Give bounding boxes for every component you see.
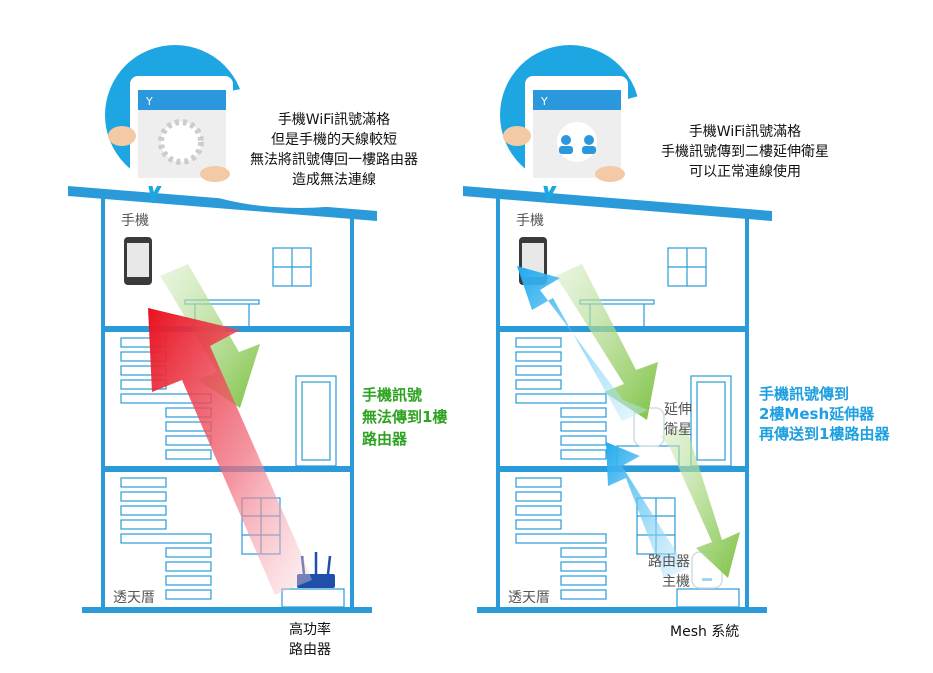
left-side-line-3: 路由器 — [362, 430, 408, 448]
router-host-line-1: 路由器 — [648, 554, 690, 570]
left-side-line-1: 手機訊號 — [362, 386, 423, 404]
left-wardrobe — [295, 375, 337, 467]
right-speech-bubble: Y — [500, 45, 850, 204]
left-bubble-line-2: 但是手機的天線較短 — [271, 132, 397, 148]
right-phone-label: 手機 — [516, 213, 544, 229]
right-roof — [463, 186, 772, 221]
left-side-line-2: 無法傳到1樓 — [362, 408, 448, 426]
right-bubble-line-3: 可以正常連線使用 — [689, 164, 801, 180]
right-bubble-line-2: 手機訊號傳到二樓延伸衛星 — [661, 144, 829, 160]
right-green-arrow-lower — [660, 426, 740, 578]
right-ground — [477, 607, 767, 613]
right-blue-arrow-lower — [606, 442, 690, 578]
right-blue-arrow-upper — [517, 266, 648, 421]
left-ground — [82, 607, 372, 613]
right-green-arrow-upper — [555, 264, 658, 420]
right-wardrobe — [690, 375, 732, 467]
svg-text:Y: Y — [145, 95, 153, 108]
right-bubble-text: 手機WiFi訊號滿格 手機訊號傳到二樓延伸衛星 可以正常連線使用 — [645, 122, 845, 182]
svg-text:Y: Y — [540, 95, 548, 108]
left-floor-label: 透天厝 — [113, 590, 155, 606]
router-host-line-2: 主機 — [662, 574, 690, 590]
left-device-line-1: 高功率 — [289, 622, 331, 638]
right-floor-label: 透天厝 — [508, 590, 550, 606]
left-bubble-line-4: 造成無法連線 — [292, 172, 376, 188]
router-host-table — [676, 588, 740, 608]
right-side-text: 手機訊號傳到 2樓Mesh延伸器 再傳送到1樓路由器 — [759, 384, 889, 444]
right-bubble-line-1: 手機WiFi訊號滿格 — [688, 124, 802, 140]
right-side-line-1: 手機訊號傳到 — [759, 385, 850, 403]
right-floor-3 — [498, 326, 747, 332]
right-device-label: Mesh 系統 — [670, 624, 740, 640]
right-side-line-2: 2樓Mesh延伸器 — [759, 405, 875, 423]
left-bubble-text: 手機WiFi訊號滿格 但是手機的天線較短 無法將訊號傳回一樓路由器 造成無法連線 — [234, 110, 434, 190]
left-red-arrow — [148, 308, 312, 595]
left-side-text: 手機訊號 無法傳到1樓 路由器 — [362, 384, 447, 450]
left-router-table — [281, 588, 345, 608]
left-device-label: 高功率 路由器 — [270, 620, 350, 660]
satellite-label-line-2: 衛星 — [664, 422, 692, 438]
left-phone-icon — [124, 237, 152, 285]
satellite-label-line-1: 延伸 — [664, 402, 692, 418]
left-speech-bubble: Y — [105, 45, 450, 208]
right-side-line-3: 再傳送到1樓路由器 — [759, 425, 890, 443]
left-bubble-line-1: 手機WiFi訊號滿格 — [277, 112, 391, 128]
left-phone-label: 手機 — [121, 213, 149, 229]
left-device-line-2: 路由器 — [289, 642, 331, 658]
satellite-label: 延伸 衛星 — [664, 400, 692, 440]
left-roof — [68, 186, 377, 221]
left-bubble-line-3: 無法將訊號傳回一樓路由器 — [250, 152, 418, 168]
router-host-label: 路由器 主機 — [640, 552, 690, 592]
